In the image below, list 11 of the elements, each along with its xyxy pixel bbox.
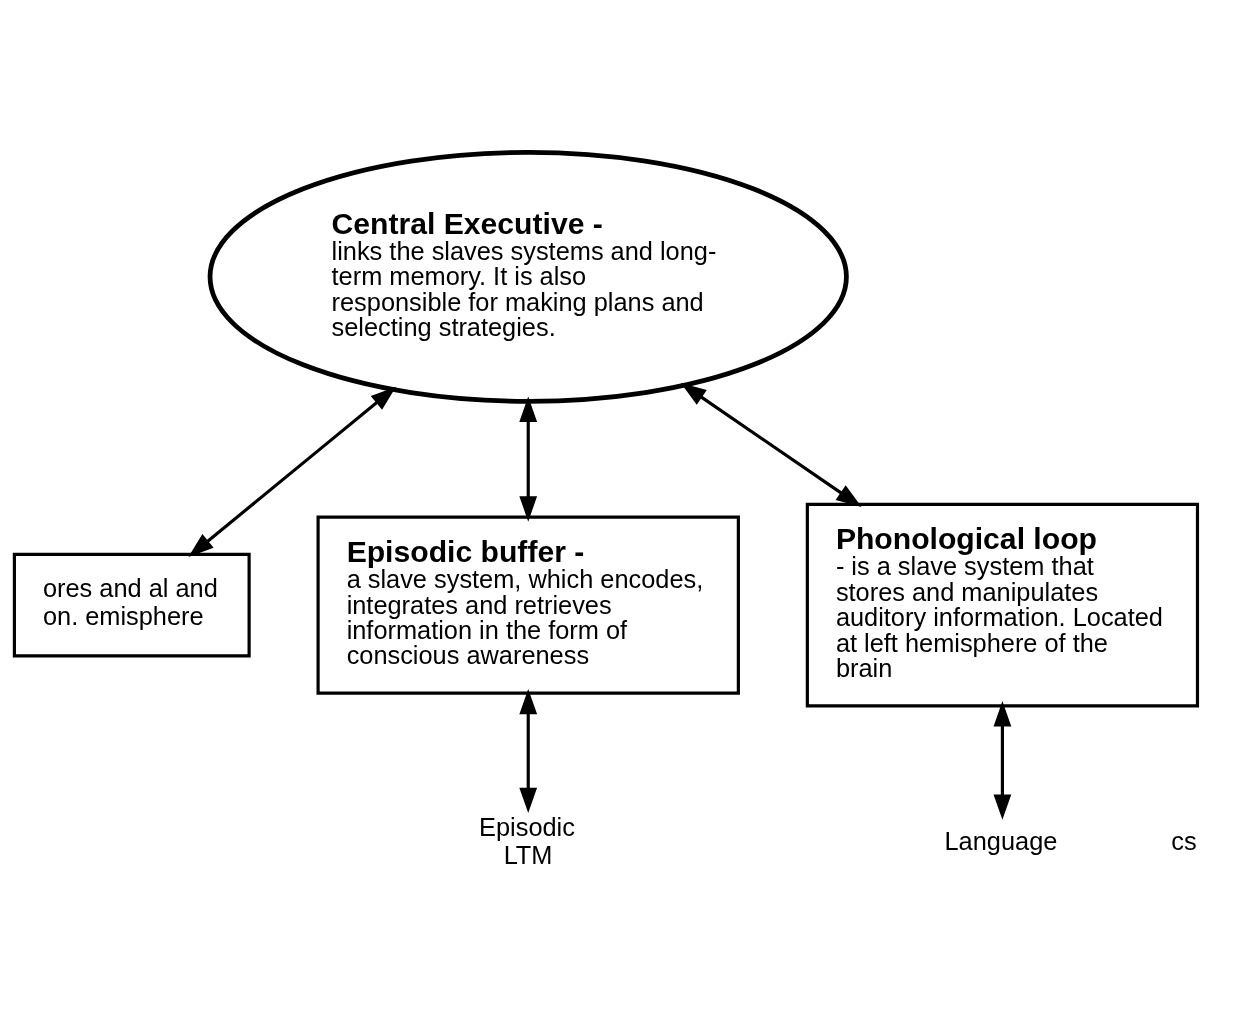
arrow xyxy=(188,386,397,557)
node-box: Phonological loop - is a slave system that stores and manipulates auditory information. Located at left hemisphere of the brain xyxy=(805,502,1200,707)
node-text: Language xyxy=(944,826,1058,855)
node-text: cs xyxy=(1171,826,1197,855)
node-box: ores and al and on. emisphere xyxy=(12,552,251,657)
node-text: Episodic LTM xyxy=(479,812,575,869)
arrow xyxy=(519,688,538,813)
arrow xyxy=(680,382,862,507)
node-box: Episodic buffer - a slave system, which encodes, integrates and retrieves information in the form of conscious awareness xyxy=(316,515,740,695)
arrow xyxy=(993,700,1012,820)
arrow xyxy=(519,396,538,522)
